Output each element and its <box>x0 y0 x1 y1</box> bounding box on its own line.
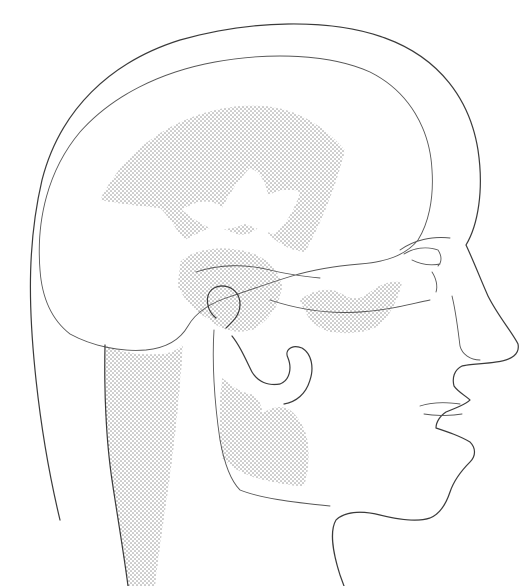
neck-back-region <box>104 344 183 586</box>
brain-upper-region <box>100 105 345 252</box>
midbrain-region <box>178 249 282 332</box>
mouth-line <box>420 403 462 416</box>
nose-line <box>452 296 480 360</box>
eye-line <box>404 248 441 266</box>
cheek-line <box>432 272 437 292</box>
sinus-region <box>300 281 402 333</box>
jaw-throat-region <box>220 378 309 486</box>
